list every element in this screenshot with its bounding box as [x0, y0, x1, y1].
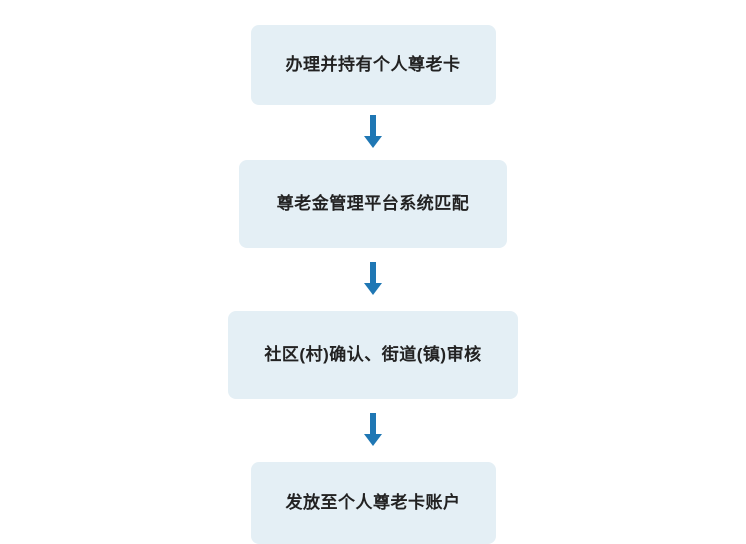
arrow-down-icon	[364, 115, 382, 148]
flow-node-step-4: 发放至个人尊老卡账户	[250, 462, 496, 544]
arrow-down-icon	[364, 262, 382, 295]
flow-connector-2	[361, 262, 385, 297]
flow-node-step-3: 社区(村)确认、街道(镇)审核	[228, 311, 518, 399]
flow-node-label: 发放至个人尊老卡账户	[285, 493, 461, 513]
arrow-down-icon	[364, 413, 382, 446]
flow-node-label: 办理并持有个人尊老卡	[285, 55, 461, 75]
flow-connector-3	[361, 413, 385, 448]
flow-node-label: 尊老金管理平台系统匹配	[276, 194, 470, 214]
flow-connector-1	[361, 115, 385, 150]
flow-node-step-1: 办理并持有个人尊老卡	[250, 25, 496, 105]
flow-node-step-2: 尊老金管理平台系统匹配	[239, 160, 507, 248]
flow-node-label: 社区(村)确认、街道(镇)审核	[264, 345, 482, 365]
